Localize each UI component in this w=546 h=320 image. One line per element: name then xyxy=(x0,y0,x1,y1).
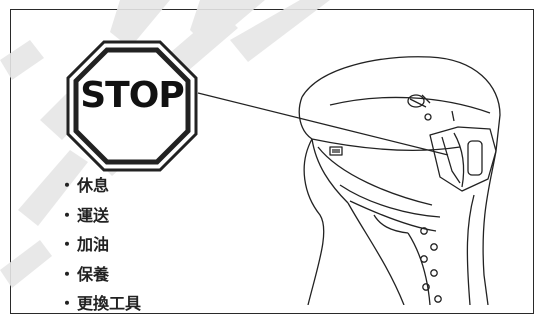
list-item-label: 休息 xyxy=(77,176,110,195)
list-item: ・運送 xyxy=(59,201,141,231)
leader-line xyxy=(197,92,449,156)
bullet: ・ xyxy=(59,205,76,225)
list-item-label: 保養 xyxy=(77,264,110,284)
bullet: ・ xyxy=(59,235,76,254)
list-item: ・休息 xyxy=(59,171,141,201)
stop-sign-label: STOP xyxy=(80,75,184,116)
tool-illustration xyxy=(197,56,501,305)
list-item: ・加油 xyxy=(59,230,141,260)
list-item: ・保養 xyxy=(59,260,141,290)
bullet: ・ xyxy=(59,176,76,195)
bullet: ・ xyxy=(59,294,76,313)
list-item: ・更換工具 xyxy=(59,289,141,319)
stop-sign xyxy=(66,40,198,172)
list-item-label: 運送 xyxy=(77,205,110,225)
list-item-label: 更換工具 xyxy=(77,294,142,313)
list-item-label: 加油 xyxy=(77,235,110,254)
action-list: ・休息 ・運送 ・加油 ・保養 ・更換工具 xyxy=(59,171,141,319)
bullet: ・ xyxy=(59,264,76,284)
